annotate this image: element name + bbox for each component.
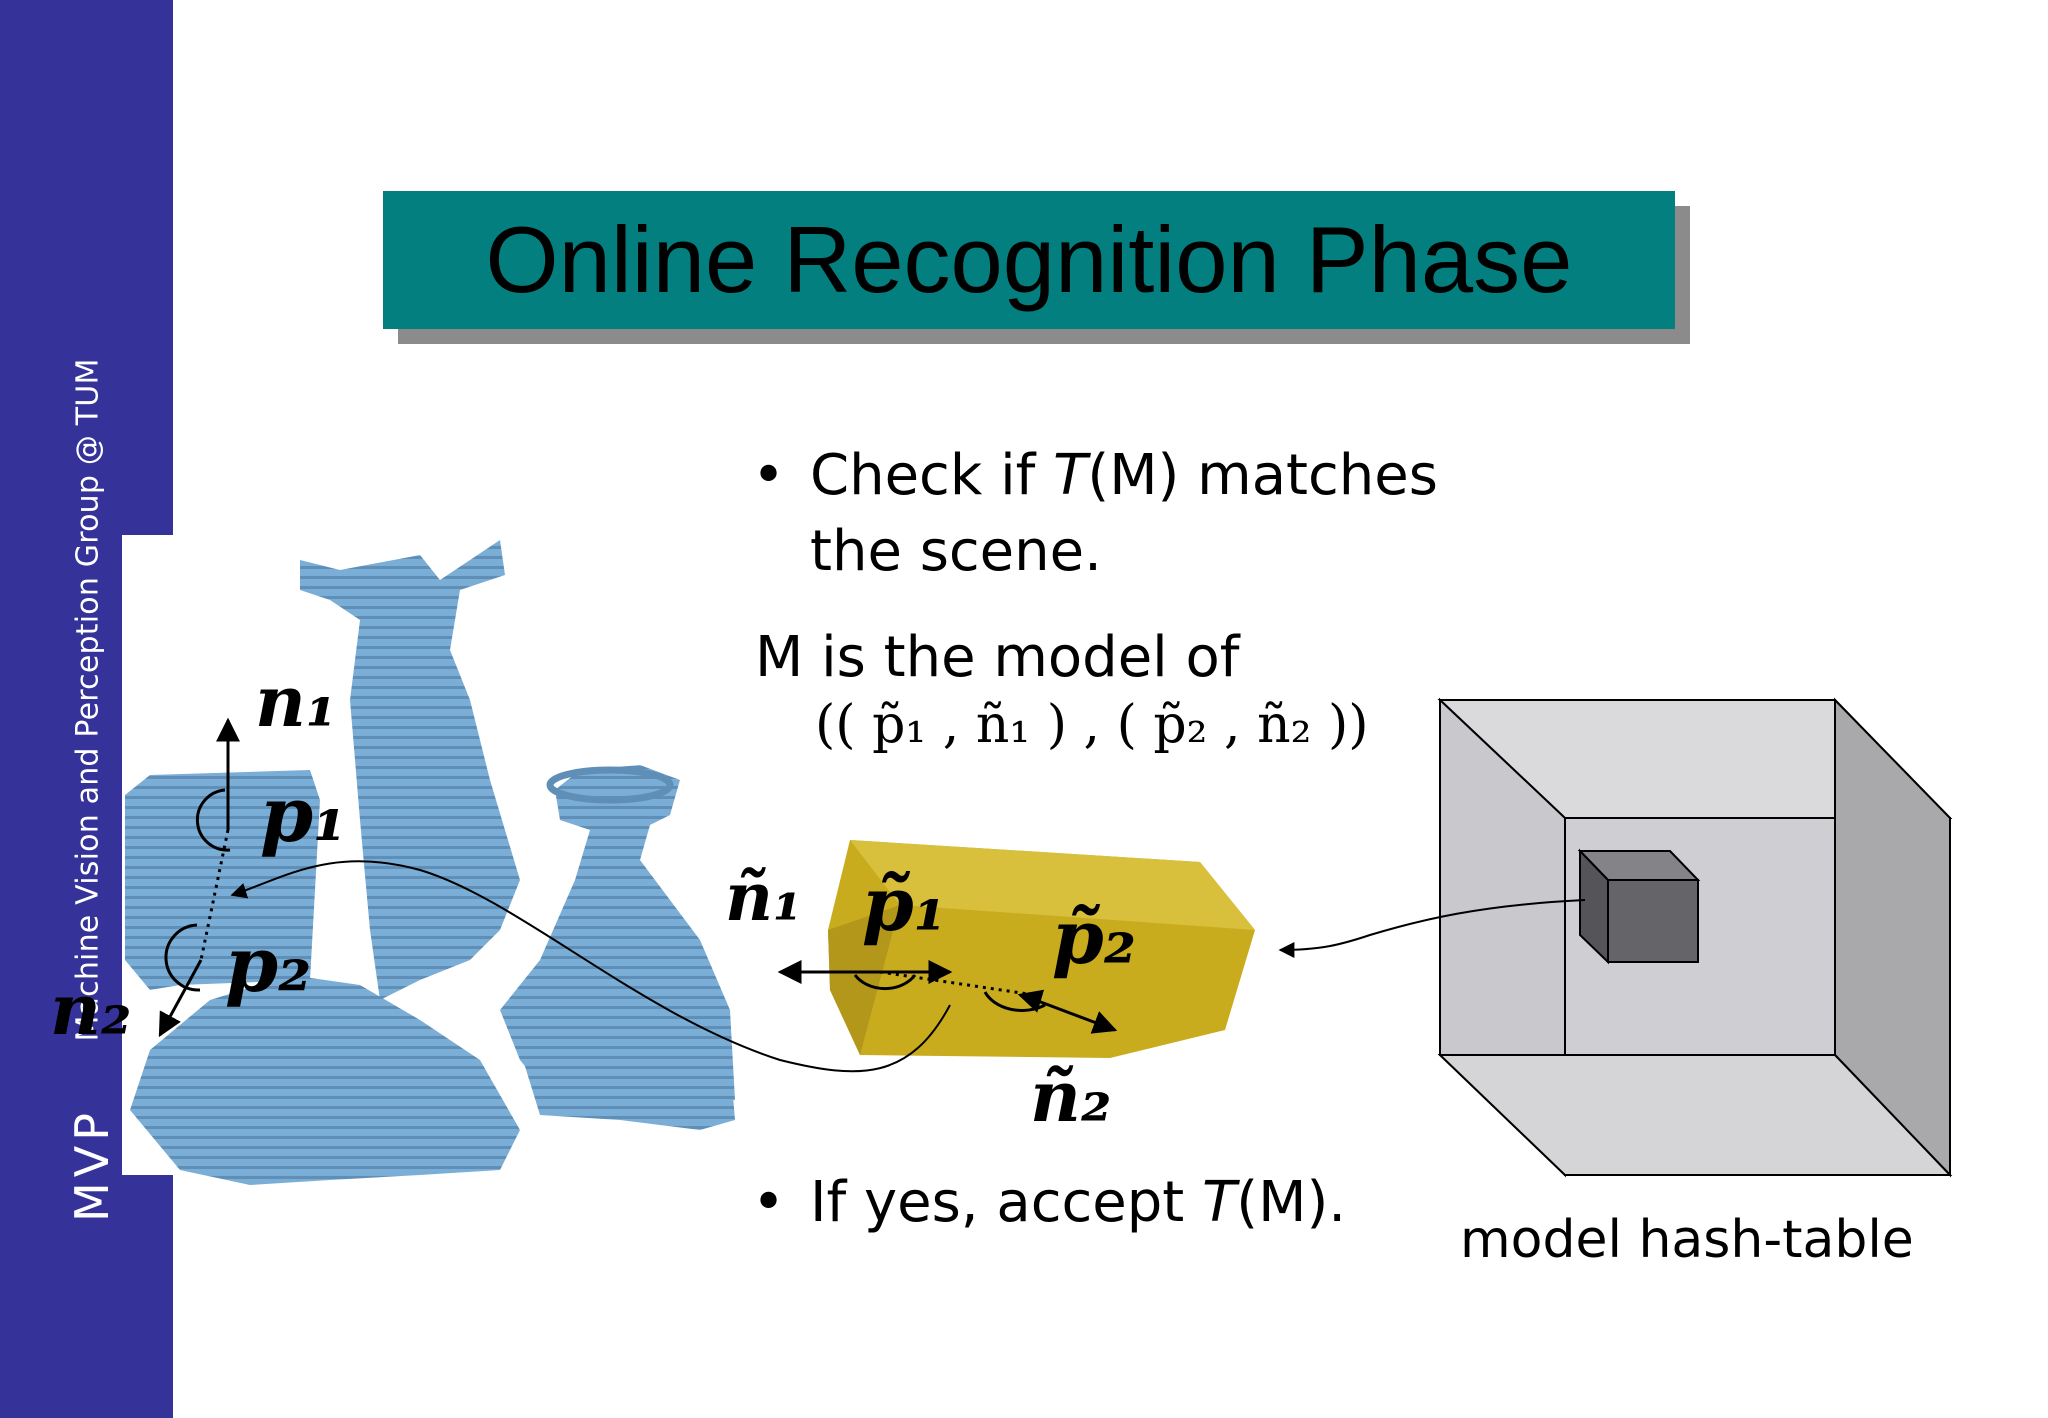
scene-label-p1: p₁	[260, 770, 347, 859]
scene-label-n1: n₁	[255, 660, 337, 743]
bullet-dot: •	[752, 443, 786, 508]
object-label-n2: ñ₂	[1030, 1055, 1112, 1138]
bullet-text-end: (M) matches	[1087, 443, 1438, 508]
hash-cube	[1577, 848, 1701, 965]
object-model	[828, 840, 1255, 1058]
bullet-text: If yes, accept	[810, 1170, 1203, 1235]
slide-title: Online Recognition Phase	[485, 207, 1573, 312]
scene-point-cloud	[125, 540, 735, 1185]
bullet-text: Check if	[810, 443, 1054, 508]
bullet-dot: •	[752, 1170, 786, 1235]
model-text: M is the model of	[755, 625, 1240, 690]
object-label-p1: p̃₁	[862, 862, 947, 948]
scene-label-p2: p₂	[225, 920, 312, 1009]
title-box: Online Recognition Phase	[383, 191, 1675, 329]
bullet-text-line2: the scene.	[810, 519, 1102, 584]
model-tuple: (( p̃₁ , ñ₁ ) , ( p̃₂ , ñ₂ ))	[815, 695, 1369, 755]
object-label-n1: ñ₁	[725, 858, 802, 936]
bullet-text-end: (M).	[1236, 1170, 1347, 1235]
bullet-accept: • If yes, accept T(M).	[752, 1165, 1347, 1241]
scene-label-n2: n₂	[50, 968, 132, 1051]
transform-symbol: T	[1053, 443, 1088, 508]
transform-symbol: T	[1202, 1170, 1237, 1235]
bullet-check: • Check if T(M) matches the scene.	[752, 438, 1438, 590]
hash-table-caption: model hash-table	[1460, 1210, 1914, 1270]
object-label-p2: p̃₂	[1052, 895, 1137, 981]
